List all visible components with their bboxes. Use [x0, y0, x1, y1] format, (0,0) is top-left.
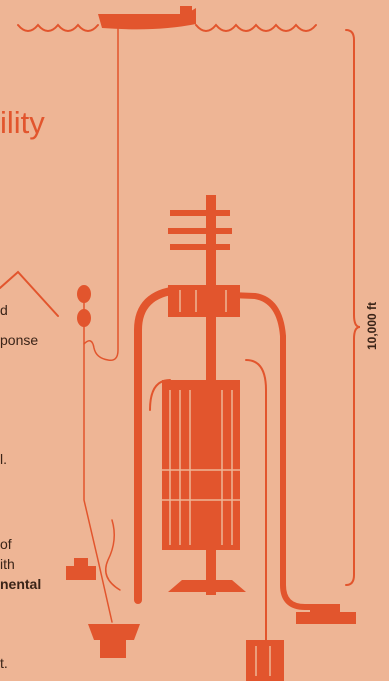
body-text-line-4: of	[0, 536, 12, 552]
depth-bracket	[346, 30, 360, 585]
stack-lower-module	[172, 455, 238, 515]
buoy-hose	[106, 520, 120, 590]
body-text-line-6: nental	[0, 576, 41, 592]
body-text-line-7: t.	[0, 655, 8, 671]
left-frame-base	[100, 640, 126, 658]
section-heading: ility	[0, 106, 45, 140]
right-flowline	[246, 360, 266, 640]
riser-line	[84, 20, 118, 360]
seafloor-line	[0, 272, 58, 316]
body-text-line-1: d	[0, 302, 8, 318]
depth-label: 10,000 ft	[365, 302, 379, 350]
stack-top-bar-2	[168, 228, 232, 234]
stack-top-bar-1	[170, 210, 230, 216]
stack-base	[168, 580, 246, 592]
stack-upper-module	[168, 285, 240, 317]
left-module-top	[74, 558, 88, 568]
body-text-line-3: l.	[0, 451, 7, 467]
right-storage-tanks	[246, 640, 284, 681]
buoy-upper	[77, 285, 91, 303]
cap-arch-right	[230, 295, 325, 607]
body-text-line-5: ith	[0, 556, 15, 572]
buoy-lower	[77, 309, 91, 327]
left-seafloor-frame	[88, 624, 140, 640]
vessel-cabin	[180, 6, 192, 14]
body-text-line-2: ponse	[0, 332, 38, 348]
left-module	[66, 566, 96, 580]
stack-top-bar-3	[170, 244, 230, 250]
right-seafloor-unit	[310, 604, 340, 614]
